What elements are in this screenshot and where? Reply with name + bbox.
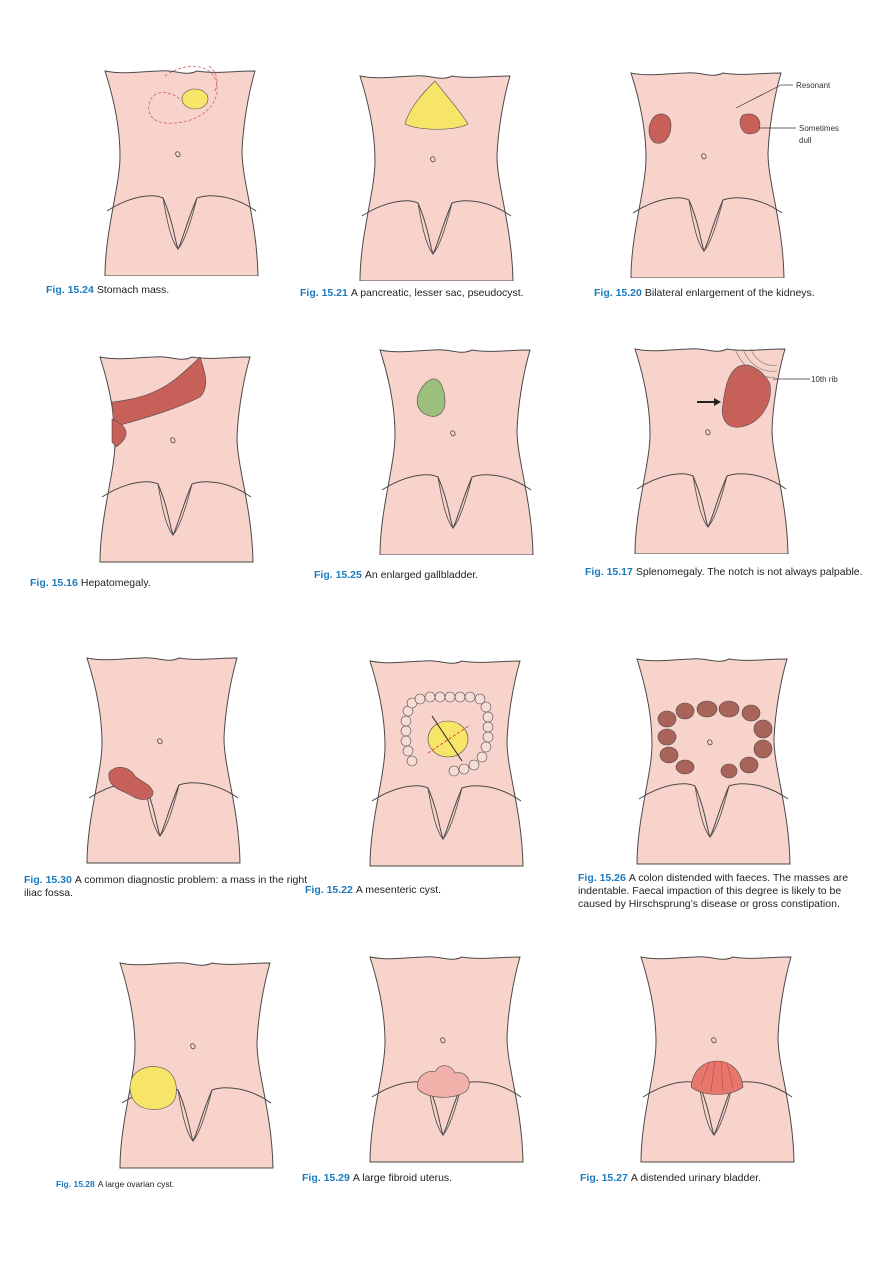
colon-shape [400,691,494,777]
fibroid-uterus-shape [417,1065,470,1098]
label-10th-rib: 10th rib [811,375,838,384]
figure-ovarian-cyst [115,958,280,1170]
label-dull: dull [799,136,812,145]
figure-pancreatic-pseudocyst [355,71,515,281]
right-kidney-shape [648,113,672,144]
gallbladder-shape [416,378,446,417]
spleen-shape [722,364,771,428]
figure-kidneys: Resonant Sometimes dull [626,68,856,278]
pseudocyst-shape [404,80,469,130]
figure-stomach-mass [100,66,260,276]
figure-rif-mass [82,653,247,865]
stomach-mass-shape [181,88,209,110]
cyst-shape [427,720,469,758]
figure-hepatomegaly [95,352,260,564]
figure-faecal-colon [632,654,797,866]
figure-splenomegaly: 10th rib [630,344,860,554]
figure-fibroid-uterus [365,952,530,1164]
arrow-icon [714,398,721,406]
rif-mass-shape [108,767,154,800]
bladder-shape [690,1060,744,1095]
figure-urinary-bladder [636,952,801,1164]
ovarian-cyst-shape [129,1066,177,1110]
left-kidney-shape [739,113,761,135]
figure-mesenteric-cyst [365,656,530,868]
faeces-shape [657,700,773,779]
label-sometimes: Sometimes [799,124,839,133]
label-resonant: Resonant [796,81,831,90]
figure-gallbladder [375,345,535,555]
